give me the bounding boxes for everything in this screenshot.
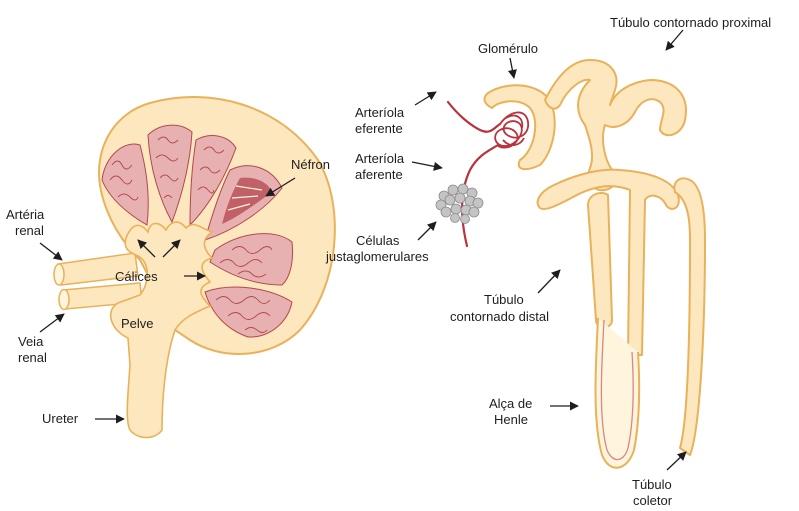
label-arteriola-aferente-1: Arteríola xyxy=(355,151,405,166)
renal-artery-opening xyxy=(54,264,64,285)
label-alca-henle-1: Alça de xyxy=(489,396,532,411)
label-tubulo-distal-2: contornado distal xyxy=(450,309,549,324)
label-celulas-1: Células xyxy=(356,233,400,248)
kidney xyxy=(54,97,335,438)
label-celulas-2: justaglomerulares xyxy=(325,249,429,264)
label-arteriola-aferente-2: aferente xyxy=(355,167,403,182)
label-tubulo-proximal: Túbulo contornado proximal xyxy=(610,15,771,30)
label-calices: Cálices xyxy=(115,269,158,284)
label-glomerulo: Glomérulo xyxy=(478,41,538,56)
label-pelve: Pelve xyxy=(121,316,154,331)
label-arteria-renal-2: renal xyxy=(15,223,44,238)
label-arteria-renal-1: Artéria xyxy=(6,207,45,222)
label-veia-renal-2: renal xyxy=(18,350,47,365)
label-arteriola-eferente-2: eferente xyxy=(355,121,403,136)
label-tubulo-distal-1: Túbulo xyxy=(484,292,524,307)
label-nefron: Néfron xyxy=(291,157,330,172)
renal-vein-opening xyxy=(59,290,69,310)
descending-limb xyxy=(588,193,612,327)
juxtaglomerular-cells xyxy=(436,184,483,224)
arterioles xyxy=(448,102,500,246)
label-tubulo-coletor-2: coletor xyxy=(633,493,673,508)
label-arteriola-eferente-1: Arteríola xyxy=(355,105,405,120)
collecting-duct xyxy=(674,178,705,455)
glomerulus xyxy=(495,112,528,147)
label-tubulo-coletor-1: Túbulo xyxy=(632,477,672,492)
label-veia-renal-1: Veia xyxy=(18,334,44,349)
label-alca-henle-2: Henle xyxy=(494,412,528,427)
label-ureter: Ureter xyxy=(42,411,79,426)
